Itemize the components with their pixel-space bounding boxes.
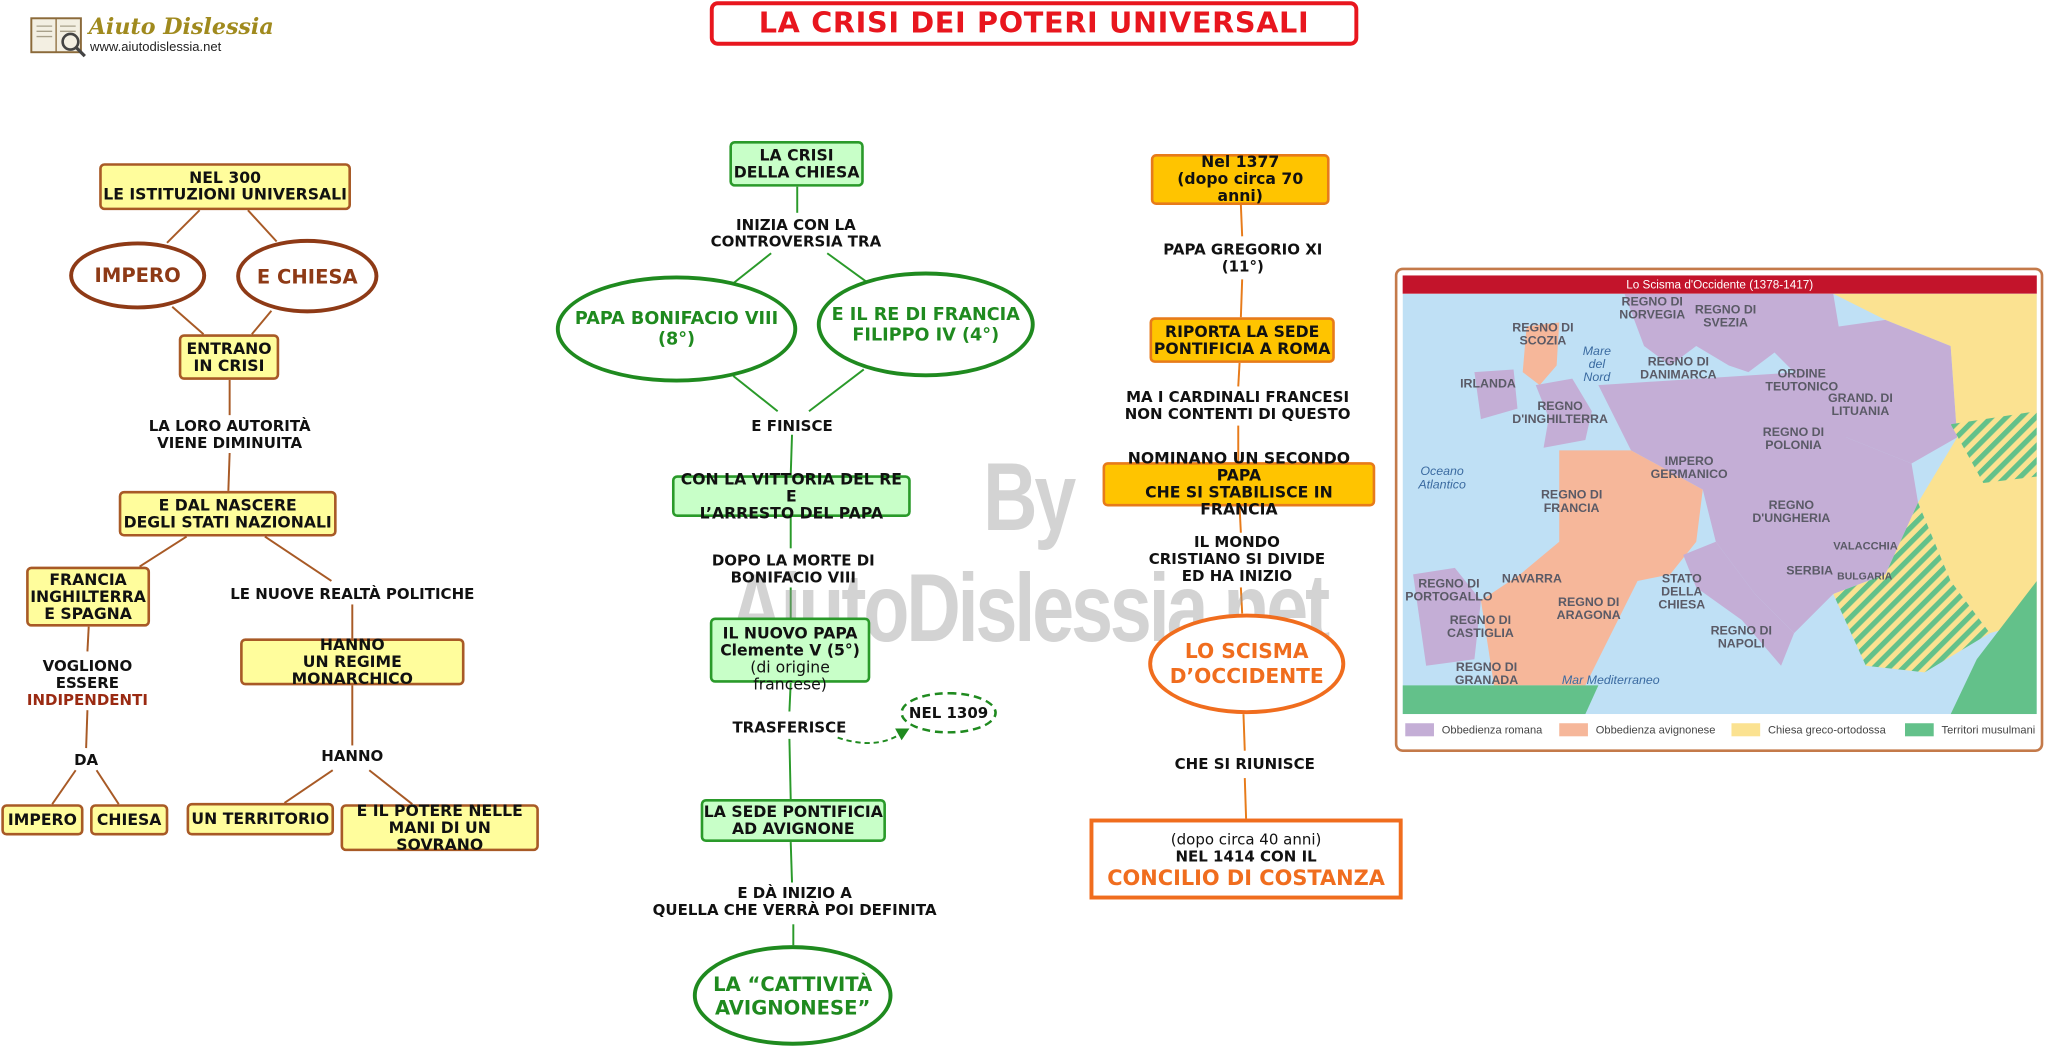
- node-riporta-sede: RIPORTA LA SEDE PONTIFICIA A ROMA: [1149, 317, 1335, 363]
- label-inizio: E DÀ INIZIO A QUELLA CHE VERRÀ POI DEFIN…: [652, 883, 937, 920]
- map-label-granada: REGNO DI GRANADA: [1454, 660, 1519, 688]
- map-legend: Obbedienza romana Obbedienza avignonese …: [1403, 719, 2037, 742]
- map-sea-nord: Mare del Nord: [1582, 344, 1611, 386]
- concilio-titolo: CONCILIO DI COSTANZA: [1107, 865, 1385, 891]
- node-filippo: E IL RE DI FRANCIA FILIPPO IV (4°): [816, 271, 1035, 378]
- map-label-castiglia: REGNO DI CASTIGLIA: [1447, 613, 1514, 642]
- concilio-nel1414: NEL 1414 CON IL: [1175, 847, 1317, 866]
- map-label-serbia: SERBIA: [1786, 563, 1834, 579]
- map-label-scozia: REGNO DI SCOZIA: [1512, 321, 1574, 349]
- label-mondo-cristiano: IL MONDO CRISTIANO SI DIVIDE ED HA INIZI…: [1148, 532, 1326, 585]
- map-label-bulgaria: BULGARIA: [1837, 570, 1893, 583]
- book-logo-icon: [29, 13, 86, 58]
- map-label-svezia: REGNO DI SVEZIA: [1694, 302, 1757, 331]
- node-entrano-in-crisi: ENTRANO IN CRISI: [178, 334, 280, 380]
- node-cattivita: LA “CATTIVITÀ AVIGNONESE”: [692, 945, 893, 1046]
- legend-item-romana: Obbedienza romana: [1405, 723, 1542, 737]
- map-label-polonia: REGNO DI POLONIA: [1762, 425, 1825, 454]
- node-un-territorio: UN TERRITORIO: [186, 802, 335, 836]
- node-e-chiesa: E CHIESA: [236, 238, 379, 314]
- node-impero-2: IMPERO: [1, 804, 84, 836]
- label-indipendenti: INDIPENDENTI: [26, 690, 148, 709]
- map-scisma: Lo Scisma d'Occidente (1378-1417): [1394, 267, 2044, 752]
- map-label-norvegia: REGNO DI NORVEGIA: [1619, 295, 1686, 323]
- label-nuove-realta: LE NUOVE REALTÀ POLITICHE: [230, 584, 475, 604]
- legend-item-musulmani: Territori musulmani: [1905, 723, 2035, 737]
- map-label-francia: REGNO DI FRANCIA: [1540, 488, 1603, 516]
- logo-name: Aiuto Dislessia: [88, 14, 274, 41]
- europe-map-shape: [1402, 293, 2037, 715]
- label-hanno: HANNO: [321, 746, 384, 766]
- legend-swatch: [1559, 723, 1588, 737]
- label-riunisce: CHE SI RIUNISCE: [1174, 754, 1315, 773]
- node-chiesa-2: CHIESA: [90, 804, 169, 836]
- node-crisi-chiesa: LA CRISI DELLA CHIESA: [729, 140, 864, 187]
- legend-item-avignonese: Obbedienza avignonese: [1559, 723, 1715, 737]
- node-nominano: NOMINANO UN SECONDO PAPA CHE SI STABILIS…: [1102, 450, 1376, 518]
- node-impero: IMPERO: [69, 241, 207, 310]
- node-nel-1377: Nel 1377 (dopo circa 70 anni): [1150, 153, 1330, 205]
- label-vogliono-essere: VOGLIONO ESSERE: [42, 656, 133, 692]
- legend-swatch: [1731, 723, 1761, 737]
- map-label-ungheria: REGNO D'UNGHERIA: [1752, 498, 1831, 527]
- map-sea-atlantico: Oceano Atlantico: [1418, 464, 1466, 493]
- node-nel-1309: NEL 1309: [900, 691, 997, 734]
- label-autorita: LA LORO AUTORITÀ VIENE DIMINUITA: [148, 416, 311, 452]
- node-bonifacio: PAPA BONIFACIO VIII (8°): [555, 275, 798, 383]
- map-label-lituania: GRAND. DI LITUANIA: [1828, 391, 1893, 420]
- map-label-impero: IMPERO GERMANICO: [1650, 454, 1728, 482]
- map-label-valacchia: VALACCHIA: [1833, 539, 1898, 553]
- label-gregorio: PAPA GREGORIO XI (11°): [1163, 240, 1323, 276]
- map-label-teutonico: ORDINE TEUTONICO: [1765, 366, 1839, 395]
- map-title: Lo Scisma d'Occidente (1378-1417): [1402, 275, 2037, 294]
- node-potere-sovrano: E IL POTERE NELLE MANI DI UN SOVRANO: [340, 802, 539, 852]
- map-label-danimarca: REGNO DI DANIMARCA: [1640, 355, 1717, 383]
- map-label-portogallo: REGNO DI PORTOGALLO: [1405, 577, 1493, 605]
- label-finisce: E FINISCE: [751, 416, 833, 435]
- map-label-inghilterra: REGNO D'INGHILTERRA: [1512, 399, 1608, 427]
- label-trasferisce: TRASFERISCE: [732, 718, 847, 737]
- page-title: LA CRISI DEI POTERI UNIVERSALI: [709, 1, 1359, 46]
- concilio-dopo: (dopo circa 40 anni): [1170, 830, 1322, 849]
- legend-swatch: [1405, 723, 1434, 737]
- node-vittoria: CON LA VITTORIA DEL RE E L’ARRESTO DEL P…: [671, 470, 911, 521]
- map-label-navarra: NAVARRA: [1501, 571, 1562, 587]
- label-inizia: INIZIA CON LA CONTROVERSIA TRA: [710, 215, 882, 251]
- node-concilio: (dopo circa 40 anni) NEL 1414 CON IL CON…: [1089, 818, 1403, 900]
- nuovo-papa-text: IL NUOVO PAPA Clemente V (5°): [720, 624, 860, 660]
- map-label-irlanda: IRLANDA: [1460, 377, 1516, 392]
- node-nuovo-papa: IL NUOVO PAPA Clemente V (5°) (di origin…: [709, 617, 871, 693]
- label-da: DA: [74, 750, 99, 769]
- map-area: REGNO DI SCOZIA REGNO DI NORVEGIA REGNO …: [1402, 293, 2037, 715]
- logo-url: www.aiutodislessia.net: [90, 40, 222, 55]
- nuovo-papa-origine: (di origine francese): [750, 657, 830, 694]
- node-scisma: LO SCISMA D’OCCIDENTE: [1148, 613, 1346, 715]
- node-stati-nazionali: E DAL NASCERE DEGLI STATI NAZIONALI: [118, 490, 337, 537]
- node-nel300: NEL 300 LE ISTITUZIONI UNIVERSALI: [99, 163, 351, 211]
- label-cardinali: MA I CARDINALI FRANCESI NON CONTENTI DI …: [1124, 387, 1351, 423]
- legend-swatch: [1905, 723, 1934, 737]
- legend-item-ortodossa: Chiesa greco-ortodossa: [1731, 723, 1886, 737]
- map-label-napoli: REGNO DI NAPOLI: [1710, 624, 1772, 652]
- node-sede-avignone: LA SEDE PONTIFICIA AD AVIGNONE: [700, 798, 886, 843]
- map-sea-mediterraneo: Mar Mediterraneo: [1561, 673, 1660, 688]
- node-regime-monarchico: HANNO UN REGIME MONARCHICO: [240, 636, 465, 687]
- map-label-stato-chiesa: STATO DELLA CHIESA: [1658, 571, 1706, 613]
- node-francia-inghilterra-spagna: FRANCIA INGHILTERRA E SPAGNA: [26, 566, 151, 627]
- label-morte: DOPO LA MORTE DI BONIFACIO VIII: [711, 550, 875, 587]
- map-label-aragona: REGNO DI ARAGONA: [1556, 595, 1621, 623]
